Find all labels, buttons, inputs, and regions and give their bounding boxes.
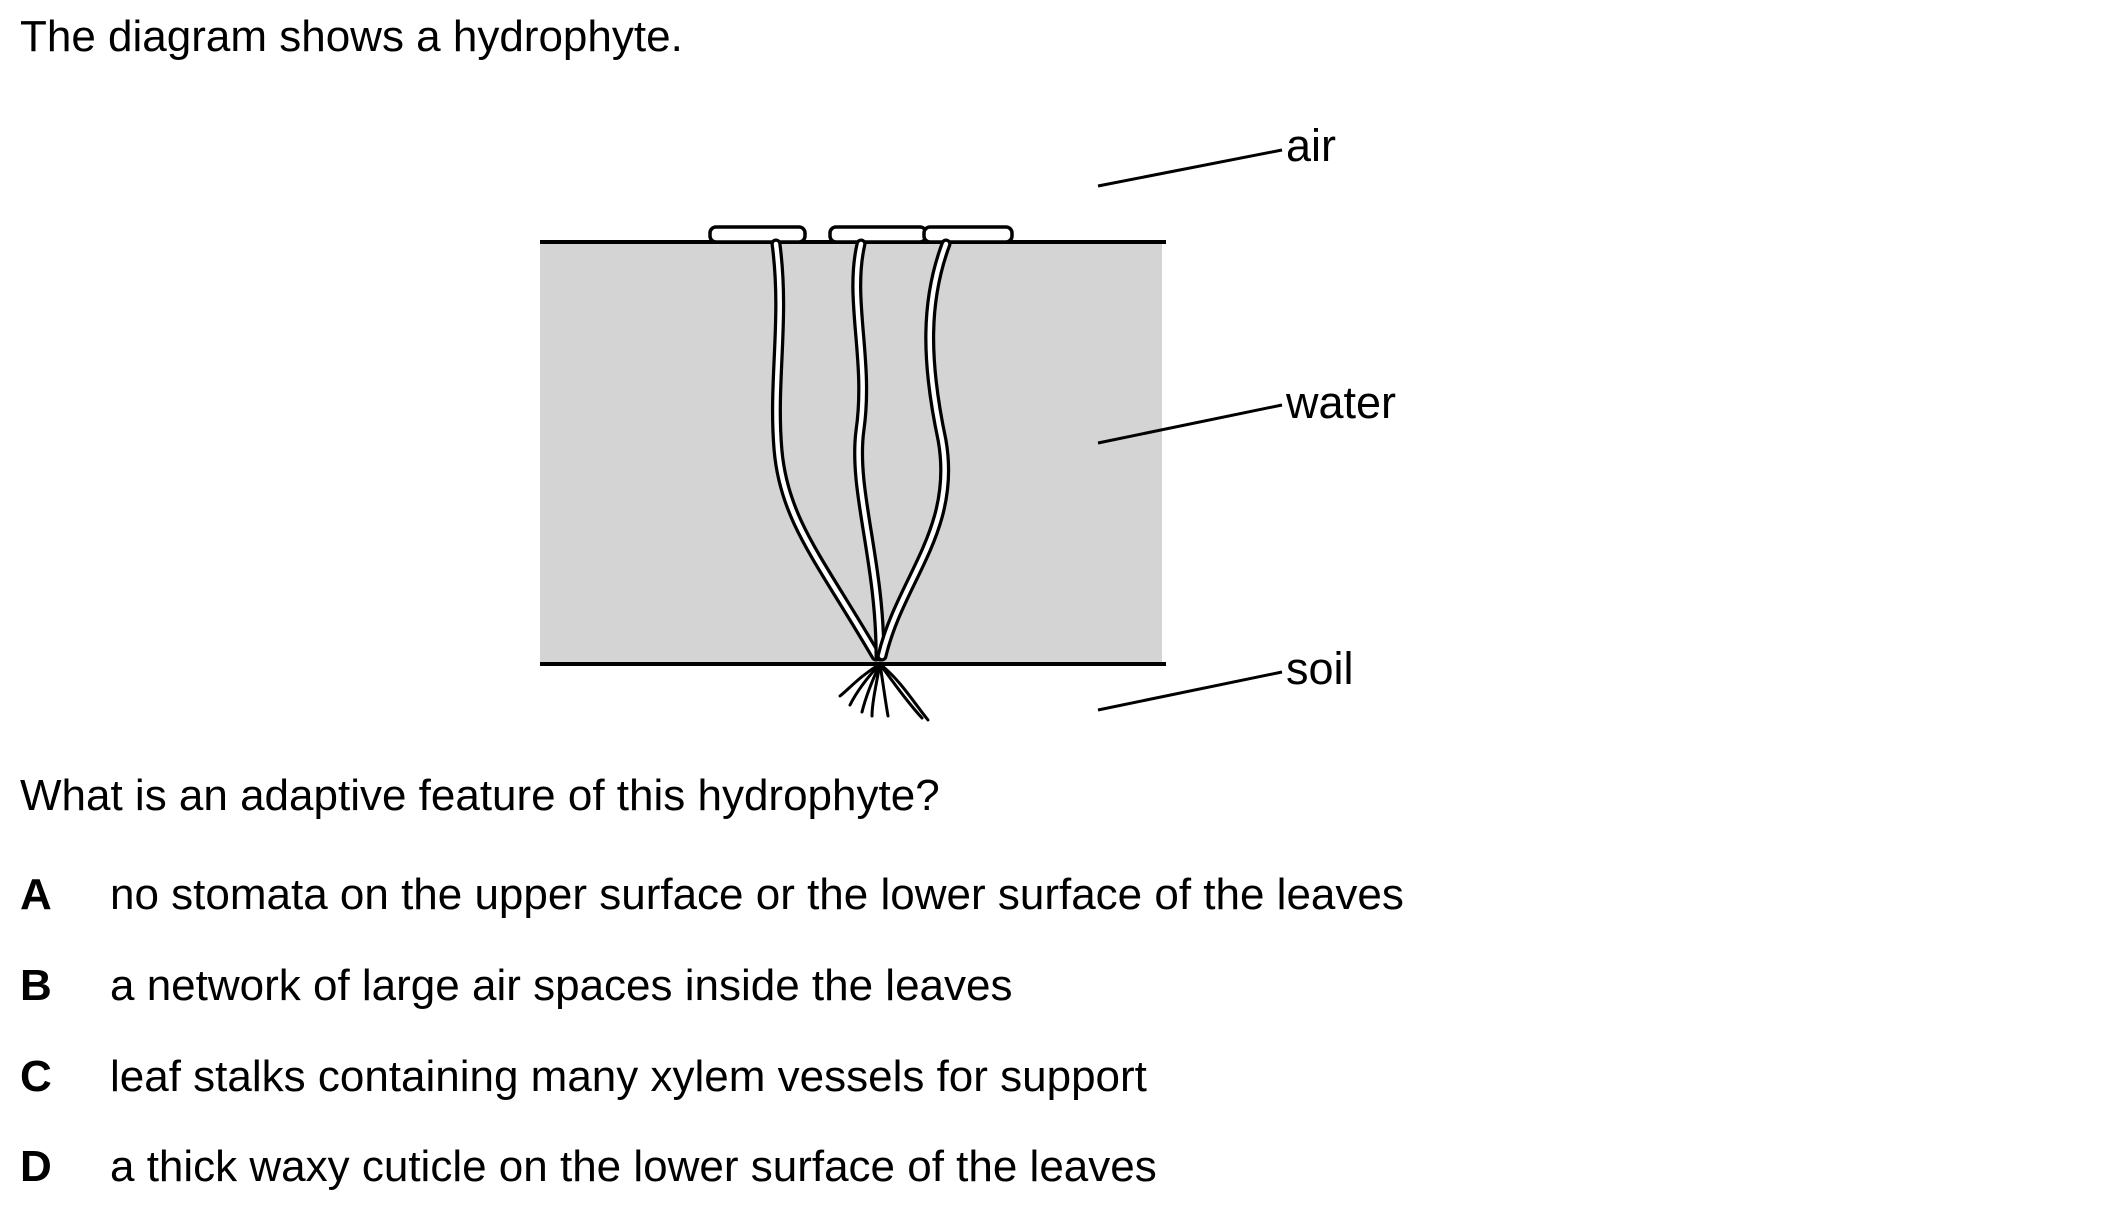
intro-text: The diagram shows a hydrophyte. (20, 12, 683, 61)
water-leader-line (1097, 403, 1283, 445)
label-air: air (1286, 120, 1336, 171)
option-letter: C (20, 1052, 52, 1101)
stalk-middle (851, 238, 886, 662)
water-region (540, 242, 1162, 664)
label-soil: soil (1286, 643, 1354, 694)
option-letter: A (20, 870, 52, 919)
option-text: a thick waxy cuticle on the lower surfac… (110, 1142, 1157, 1191)
option-text: no stomata on the upper surface or the l… (110, 870, 1404, 919)
question-text: What is an adaptive feature of this hydr… (20, 771, 940, 820)
leaf-stalks (770, 238, 952, 662)
option-text: a network of large air spaces inside the… (110, 961, 1013, 1010)
leaf-middle (828, 225, 928, 244)
leaf-left (708, 225, 807, 244)
stalk-right (876, 238, 952, 662)
option-text: leaf stalks containing many xylem vessel… (110, 1052, 1147, 1101)
option-letter: B (20, 961, 52, 1010)
air-leader-line (1097, 148, 1283, 188)
floating-leaves (708, 225, 1014, 244)
label-water: water (1285, 377, 1396, 428)
hydrophyte-diagram: air water soil (540, 120, 1396, 722)
option-letter: D (20, 1142, 52, 1191)
roots (838, 662, 930, 722)
soil-leader-line (1097, 670, 1283, 712)
stalk-left (770, 238, 882, 662)
leaf-right (922, 225, 1014, 244)
